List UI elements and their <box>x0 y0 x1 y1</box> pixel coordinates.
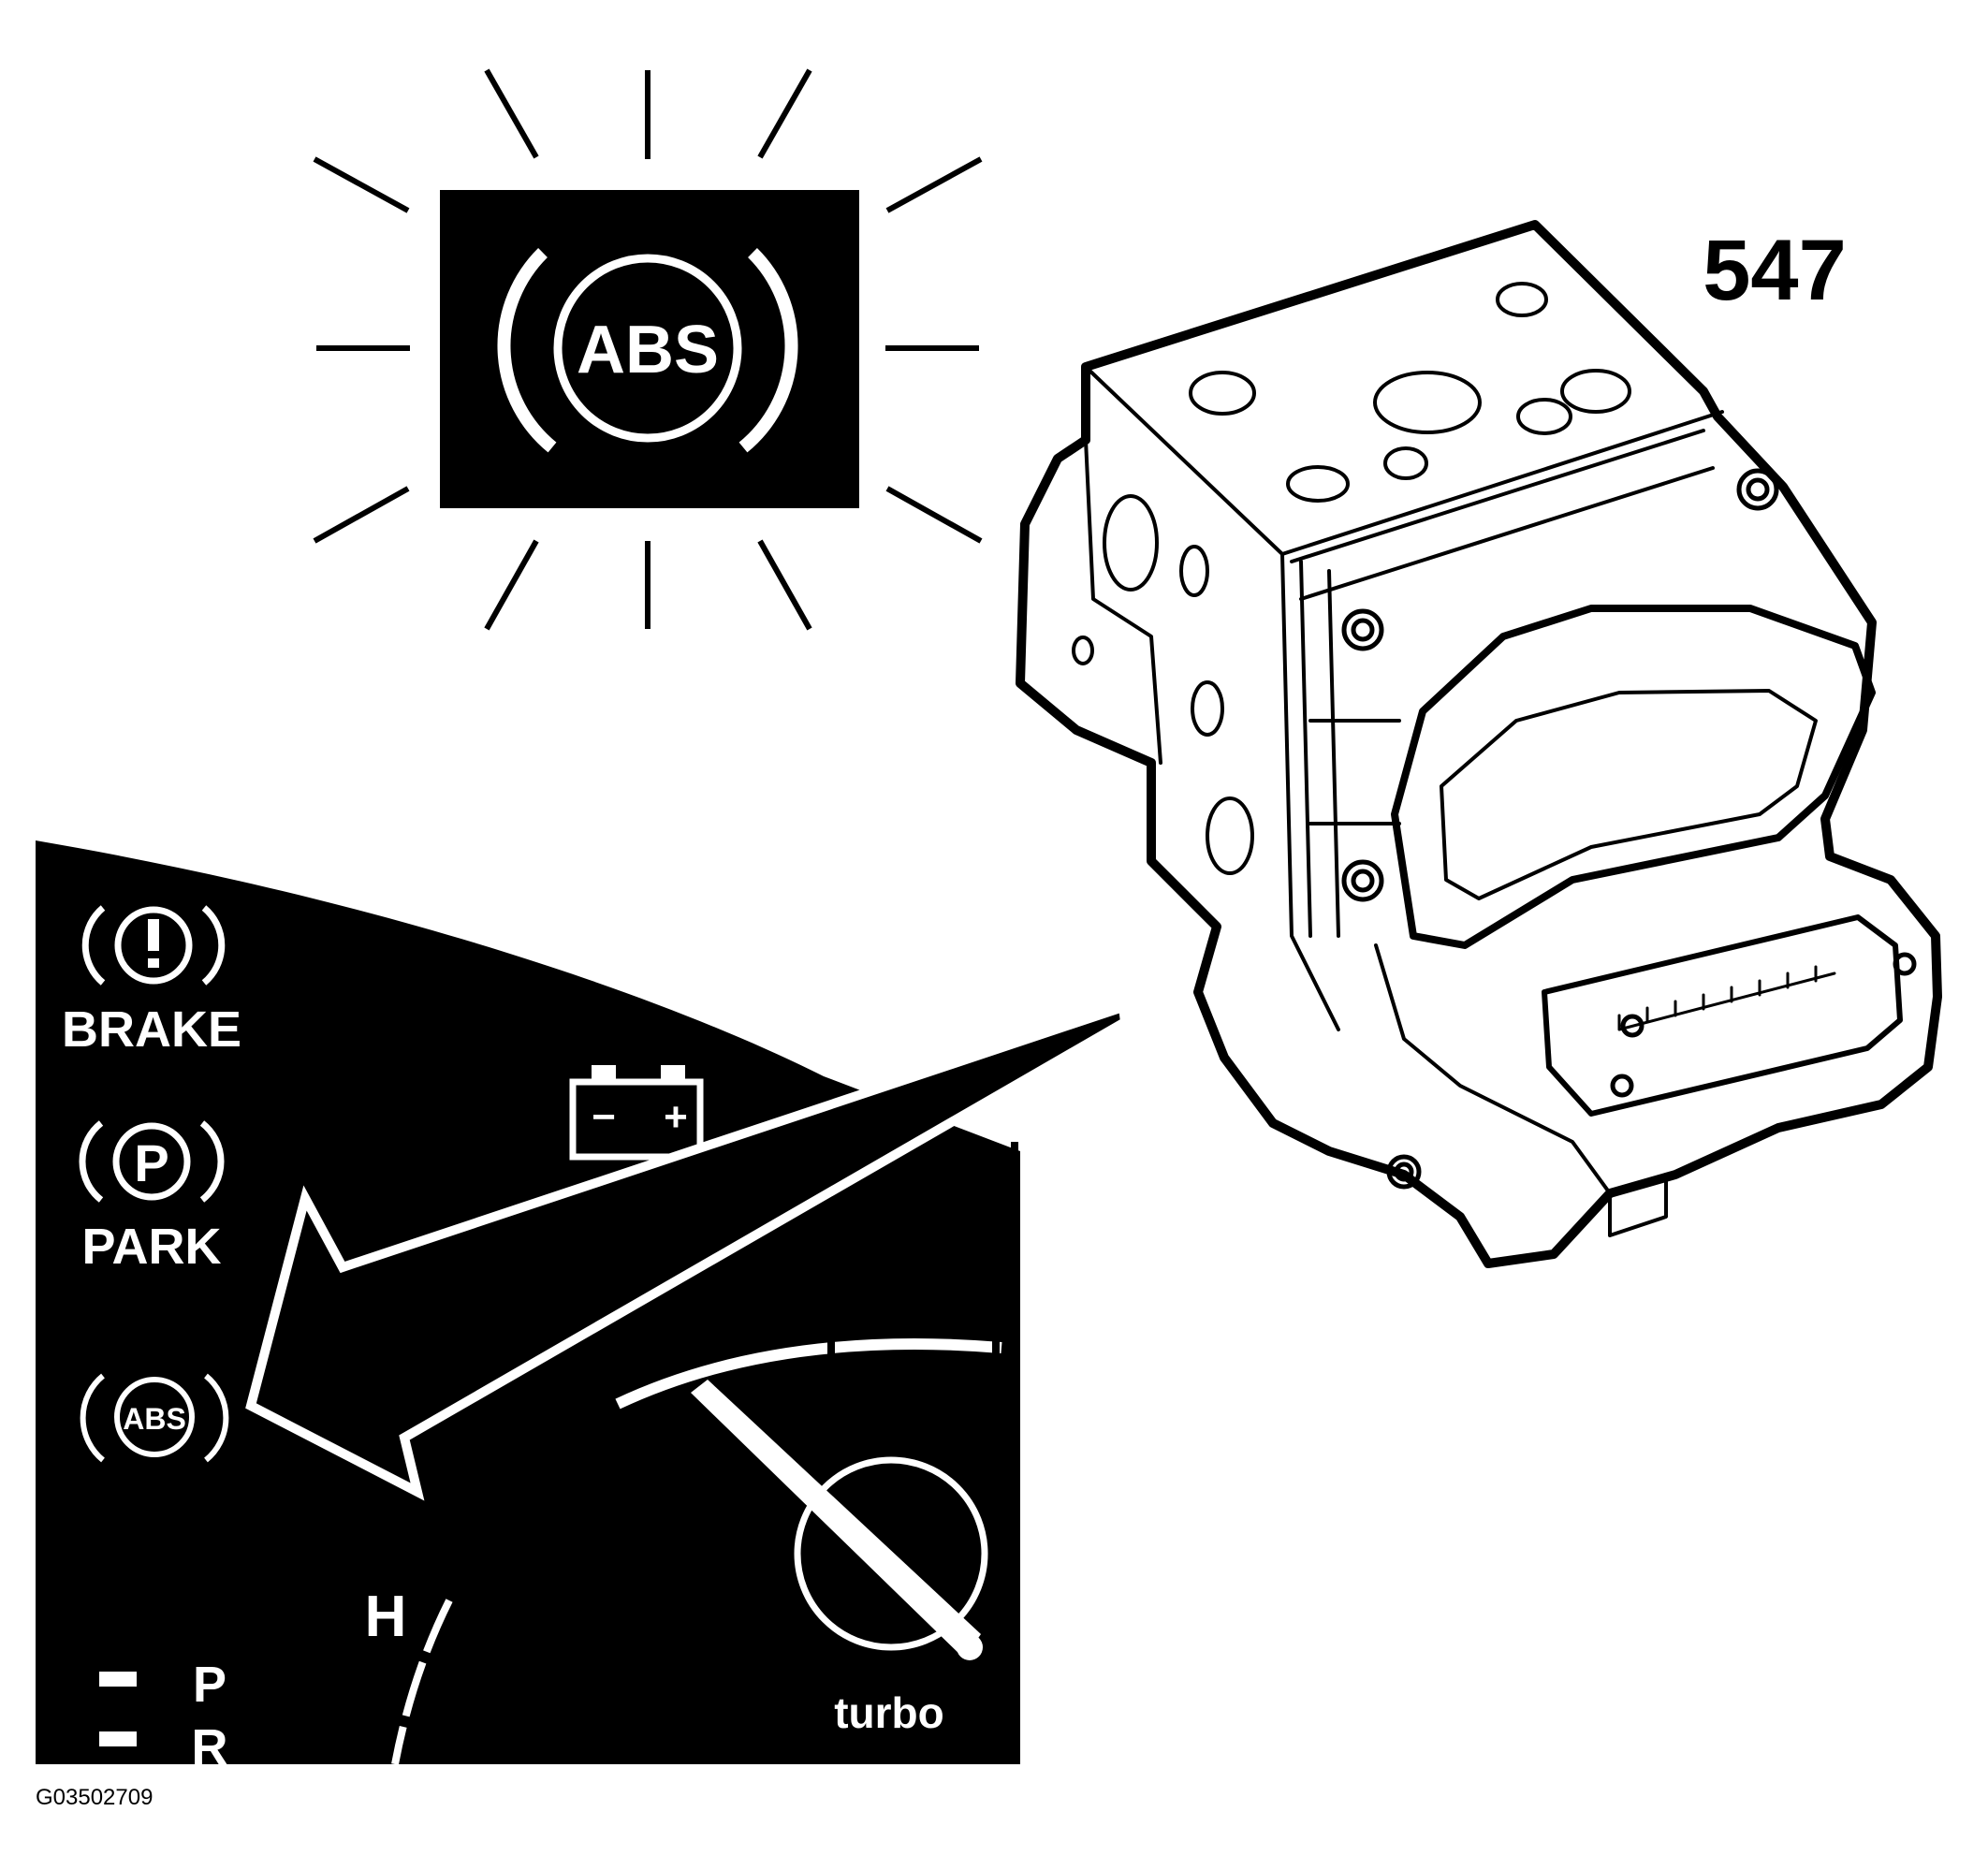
battery-plus: + <box>664 1094 688 1140</box>
gauge-gap-2 <box>992 1320 1000 1357</box>
abs-telltale <box>80 1373 229 1463</box>
temp-gauge-arc <box>391 1599 453 1765</box>
upper-gauge-arc <box>615 1338 1002 1410</box>
figure-code: G03502709 <box>36 1785 153 1810</box>
reference-number: 547 <box>1703 223 1847 318</box>
side-ports <box>1072 494 1254 875</box>
gear-r-marker <box>99 1731 137 1746</box>
unit-base <box>1374 943 1668 1237</box>
temp-label: H <box>365 1585 407 1649</box>
mount-bracket <box>1290 429 1715 938</box>
valve-block-front <box>1280 552 1340 1031</box>
turbo-gauge-needle <box>691 1380 981 1658</box>
exclamation-bar <box>148 919 159 951</box>
park-telltale <box>79 1120 225 1203</box>
gear-r-label: R <box>192 1719 228 1775</box>
park-icon-letter: P <box>134 1133 168 1192</box>
battery-icon <box>569 1065 704 1161</box>
valve-block-side <box>1084 438 1162 765</box>
gear-p-marker <box>99 1672 137 1687</box>
brake-arc-right-icon <box>738 248 798 453</box>
callout-arrow <box>245 1001 1131 1501</box>
abs-lamp-label: ABS <box>577 313 719 387</box>
brake-arc-left-icon <box>497 248 557 453</box>
brake-label: BRAKE <box>62 1001 241 1058</box>
gauge-gap-1 <box>827 1320 835 1357</box>
abs-hydraulic-unit <box>1016 220 1942 1268</box>
gear-p-label: P <box>193 1657 227 1713</box>
park-label: PARK <box>81 1219 221 1275</box>
needle-hub <box>957 1634 983 1660</box>
flashing-abs-lamp: ABS <box>313 68 983 631</box>
abs-telltale-label: ABS <box>123 1402 186 1436</box>
battery-minus: − <box>592 1094 616 1140</box>
turbo-gauge-dial <box>794 1456 988 1651</box>
mounting-bolts <box>1341 468 1917 1190</box>
exclamation-dot <box>148 958 159 968</box>
ecu-cover <box>1391 605 1876 949</box>
abs-lamp-ring <box>553 254 742 443</box>
flash-rays <box>313 68 983 631</box>
instrument-cluster: BRAKE P PARK ABS − + H <box>36 840 1131 1775</box>
ecu-cover-inner <box>1440 689 1818 900</box>
brake-telltale <box>81 905 226 986</box>
top-ports <box>1189 282 1631 503</box>
connector-pins <box>1617 965 1836 1031</box>
cluster-right-edge <box>1011 1142 1018 1760</box>
electrical-connector <box>1542 914 1903 1117</box>
turbo-label: turbo <box>834 1688 944 1737</box>
